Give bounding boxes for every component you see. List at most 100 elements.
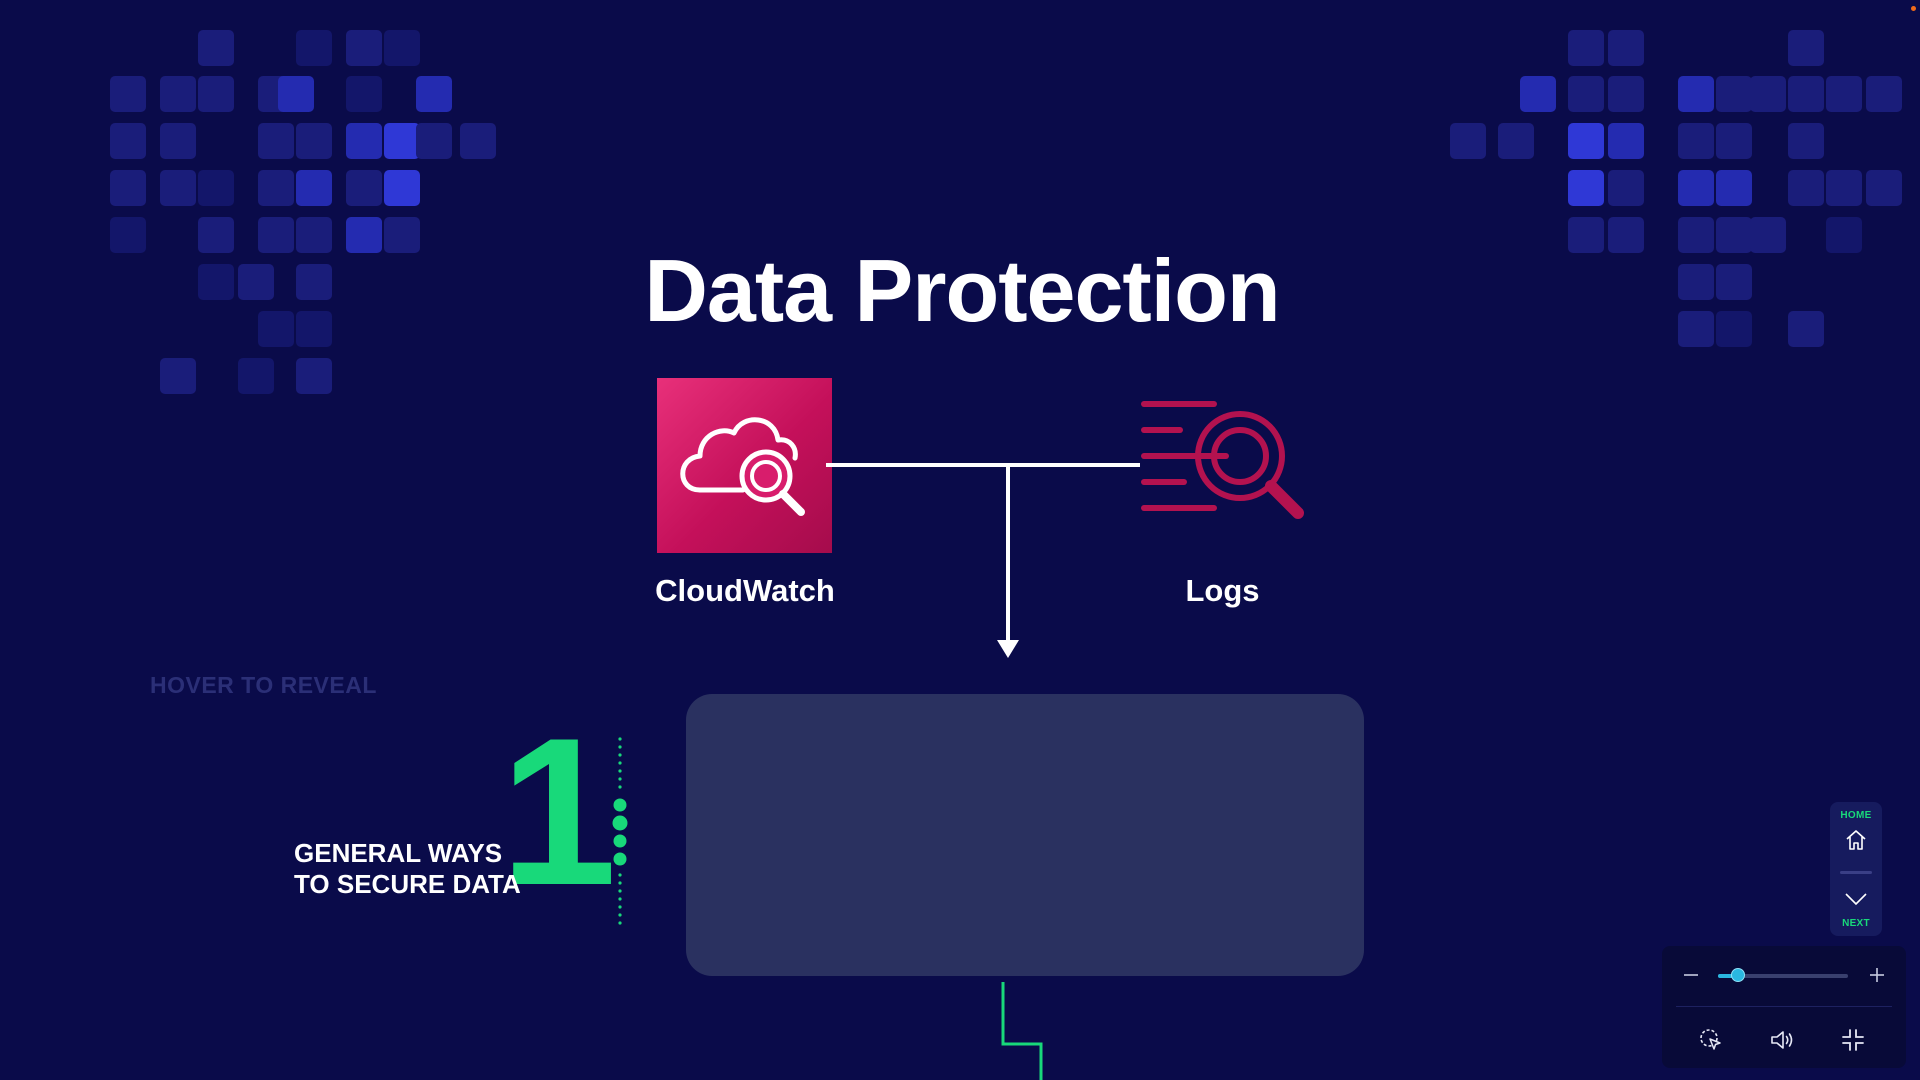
decorative-pixel: [1750, 217, 1786, 253]
nav-divider: [1840, 871, 1872, 874]
home-icon[interactable]: [1844, 828, 1868, 852]
progress-dot-small: [618, 913, 622, 917]
zoom-slider-handle[interactable]: [1730, 968, 1745, 982]
section-label-line-1: GENERAL WAYS: [294, 838, 503, 868]
logs-search-icon: [1140, 396, 1310, 526]
progress-dot-small: [618, 881, 622, 885]
logs-label: Logs: [1185, 573, 1260, 608]
decorative-pixel: [346, 76, 382, 112]
speaker-icon[interactable]: [1769, 1027, 1795, 1053]
decorative-pixel: [198, 170, 234, 206]
decorative-pixel: [1826, 76, 1862, 112]
plus-icon[interactable]: [1868, 966, 1886, 984]
progress-dots: [612, 737, 628, 925]
decorative-pixel: [1608, 170, 1644, 206]
decorative-pixel: [1568, 123, 1604, 159]
section-label-line-2: TO SECURE DATA: [294, 869, 521, 899]
decorative-pixel: [1716, 170, 1752, 206]
progress-dot[interactable]: [613, 798, 627, 812]
decorative-pixel: [346, 30, 382, 66]
decorative-pixel: [238, 358, 274, 394]
decorative-pixel: [1750, 76, 1786, 112]
decorative-pixel: [416, 123, 452, 159]
decorative-pixel: [296, 264, 332, 300]
progress-dot[interactable]: [612, 815, 628, 831]
decorative-pixel: [278, 76, 314, 112]
decorative-pixel: [1716, 123, 1752, 159]
collapse-icon[interactable]: [1840, 1027, 1866, 1053]
progress-dot-small: [618, 873, 622, 877]
decorative-pixel: [1866, 76, 1902, 112]
section-label: GENERAL WAYS TO SECURE DATA: [294, 838, 521, 900]
decorative-pixel: [296, 123, 332, 159]
progress-dot-small: [618, 745, 622, 749]
decorative-pixel: [296, 170, 332, 206]
decorative-pixel: [296, 358, 332, 394]
decorative-pixel: [1568, 76, 1604, 112]
decorative-pixel: [296, 311, 332, 347]
decorative-pixel: [1826, 170, 1862, 206]
decorative-pixel: [198, 264, 234, 300]
decorative-pixel: [1866, 170, 1902, 206]
decorative-pixel: [160, 170, 196, 206]
decorative-pixel-grid-left: [110, 30, 670, 394]
decorative-pixel: [198, 76, 234, 112]
decorative-pixel: [296, 30, 332, 66]
decorative-pixel: [258, 217, 294, 253]
hover-reveal-panel[interactable]: [686, 694, 1364, 976]
decorative-pixel: [1788, 170, 1824, 206]
decorative-pixel: [258, 123, 294, 159]
progress-dot[interactable]: [613, 834, 627, 848]
decorative-pixel-grid-right: [1390, 30, 1920, 360]
player-controls: [1662, 946, 1906, 1068]
arrow-head-down: [997, 640, 1019, 658]
decorative-pixel: [1678, 264, 1714, 300]
hover-hint: HOVER TO REVEAL: [150, 672, 377, 698]
next-label[interactable]: NEXT: [1842, 918, 1870, 929]
progress-dot-small: [618, 921, 622, 925]
chevron-down-icon[interactable]: [1844, 890, 1868, 908]
decorative-pixel: [1788, 30, 1824, 66]
decorative-pixel: [110, 123, 146, 159]
player-divider: [1676, 1006, 1892, 1007]
home-label[interactable]: HOME: [1840, 810, 1872, 821]
decorative-pixel: [1788, 76, 1824, 112]
cursor-click-icon[interactable]: [1698, 1027, 1724, 1053]
decorative-pixel: [160, 358, 196, 394]
decorative-pixel: [1608, 123, 1644, 159]
decorative-pixel: [1788, 123, 1824, 159]
progress-dot-small: [618, 769, 622, 773]
decorative-pixel: [160, 123, 196, 159]
decorative-pixel: [346, 217, 382, 253]
decorative-pixel: [110, 217, 146, 253]
cloudwatch-tile: [657, 378, 832, 553]
decorative-pixel: [1826, 217, 1862, 253]
slide-title: Data Protection: [644, 241, 1280, 340]
decorative-pixel: [1678, 170, 1714, 206]
decorative-pixel: [1788, 311, 1824, 347]
decorative-pixel: [1568, 30, 1604, 66]
decorative-pixel: [238, 264, 274, 300]
decorative-pixel: [416, 76, 452, 112]
zoom-slider-fill: [1718, 974, 1738, 978]
progress-dot[interactable]: [613, 852, 627, 866]
zoom-slider-track[interactable]: [1718, 968, 1848, 982]
decorative-pixel: [1716, 217, 1752, 253]
corner-indicator-dot: [1911, 6, 1916, 11]
decorative-pixel: [1498, 123, 1534, 159]
decorative-pixel: [1608, 76, 1644, 112]
decorative-pixel: [384, 123, 420, 159]
decorative-pixel: [258, 170, 294, 206]
decorative-pixel: [346, 170, 382, 206]
progress-dot-small: [618, 761, 622, 765]
minus-icon[interactable]: [1682, 966, 1700, 984]
decorative-pixel: [346, 123, 382, 159]
progress-dot-small: [618, 905, 622, 909]
progress-dot-small: [618, 889, 622, 893]
decorative-pixel: [384, 170, 420, 206]
decorative-pixel: [384, 30, 420, 66]
decorative-pixel: [198, 30, 234, 66]
decorative-pixel: [110, 76, 146, 112]
section-number: 1: [500, 694, 617, 929]
cloudwatch-label: CloudWatch: [655, 573, 835, 608]
